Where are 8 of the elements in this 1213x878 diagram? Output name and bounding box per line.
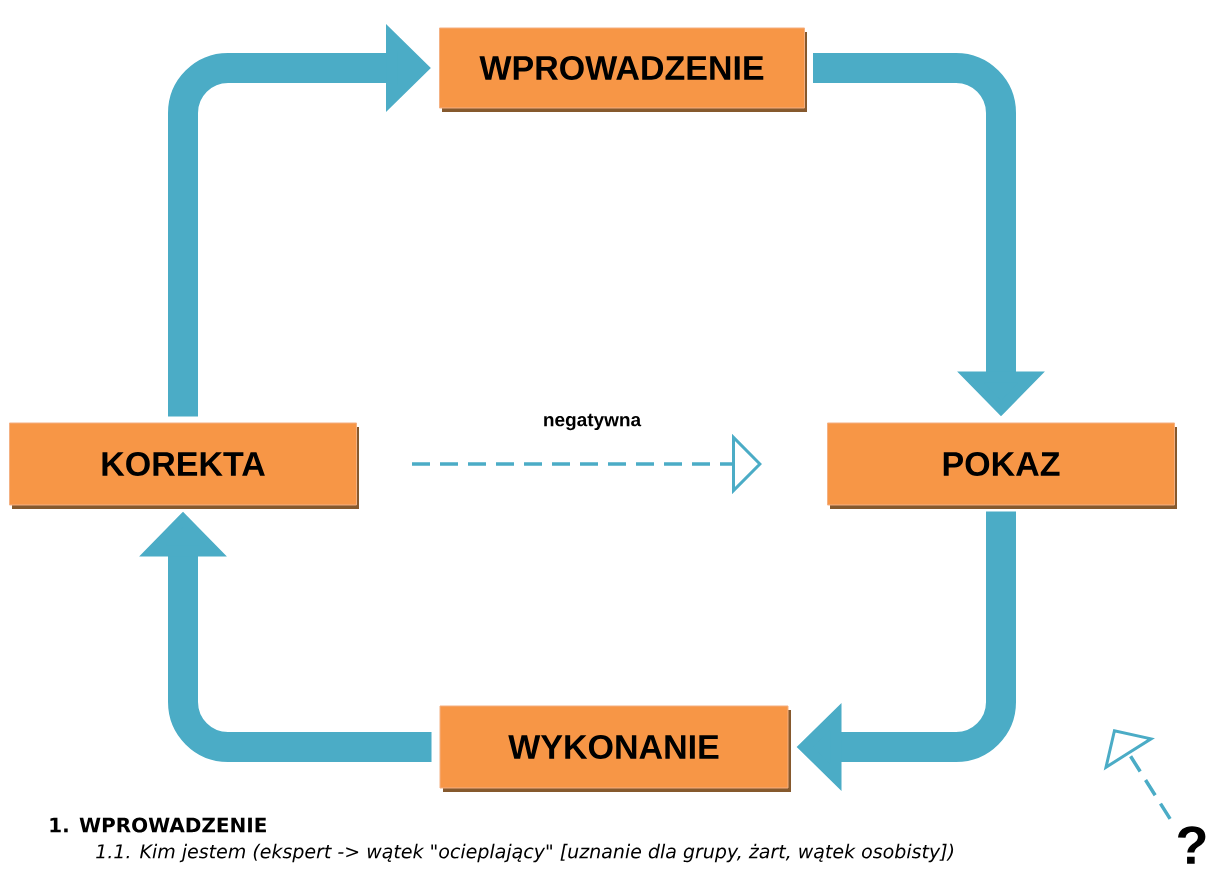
process-box: WYKONANIE <box>439 705 791 792</box>
question-mark: ? <box>1178 826 1206 864</box>
list-item: 1.1. Kim jestem (ekspert -> wątek "ocieplający" [uznanie dla grupy, żart, wątek osobisty]) <box>96 843 954 863</box>
process-box: WPROWADZENIE <box>439 27 807 112</box>
process-box: POKAZ <box>827 422 1177 509</box>
edge-label: negatywna <box>544 413 642 431</box>
process-box: KOREKTA <box>9 422 359 509</box>
heading: 1. WPROWADZENIE <box>50 817 266 833</box>
